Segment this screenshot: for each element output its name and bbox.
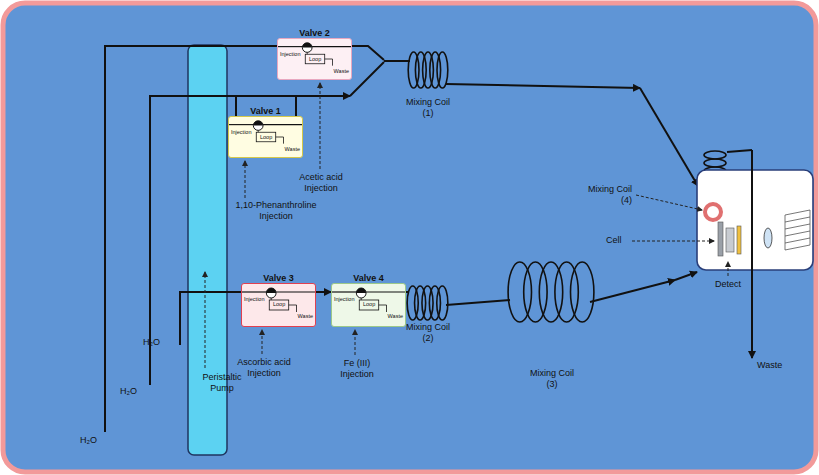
peristaltic-pump — [188, 45, 227, 455]
valve-box: Valve 1InjectionLoopWaste — [228, 116, 303, 158]
port-label: Injection — [244, 297, 265, 303]
valve-label: Valve 2 — [299, 28, 330, 38]
port-label: Waste — [285, 147, 300, 153]
leader-arrows — [205, 83, 728, 368]
cell-label: Cell — [606, 235, 622, 246]
coil-label: Mixing Coil (4) — [576, 184, 632, 206]
valve-label: Valve 1 — [250, 106, 281, 116]
port-label: Injection — [334, 297, 355, 303]
tube-connector — [316, 291, 331, 293]
valve-box: Valve 2InjectionLoopWaste — [277, 38, 352, 80]
tubing-lines — [105, 46, 698, 432]
carrier-label: H₂O — [80, 435, 97, 446]
valve-box: Valve 4InjectionLoopWaste — [331, 283, 406, 327]
valve-box: Valve 3InjectionLoopWaste — [241, 283, 316, 327]
detector-label: Detect — [715, 279, 741, 290]
reagent-label: Acetic acid Injection — [293, 172, 349, 194]
background-frame — [3, 3, 816, 472]
port-label: Loop — [363, 302, 375, 308]
port-label: Injection — [231, 130, 252, 136]
waste-label: Waste — [757, 360, 782, 371]
port-label: Injection — [280, 52, 301, 58]
coil-label: Mixing Coil (3) — [524, 368, 580, 390]
port-label: Loop — [273, 302, 285, 308]
mixing-coils — [407, 52, 726, 322]
valve-label: Valve 3 — [263, 273, 294, 283]
carrier-label: H₂O — [120, 386, 137, 397]
reagent-label: Fe (III) Injection — [334, 358, 380, 380]
reagent-label: 1,10-Phenanthroline Injection — [229, 200, 323, 222]
port-label: Waste — [298, 314, 313, 320]
valve-label: Valve 4 — [353, 273, 384, 283]
port-label: Loop — [260, 135, 272, 141]
carrier-label: H₂O — [143, 337, 160, 348]
port-label: Loop — [309, 57, 321, 63]
coil-label: Mixing Coil (2) — [400, 322, 456, 344]
coil-label: Mixing Coil (1) — [400, 97, 456, 119]
port-label: Waste — [334, 69, 349, 75]
port-label: Waste — [388, 314, 403, 320]
detector — [697, 150, 813, 358]
pump-label: Peristaltic Pump — [195, 372, 249, 394]
